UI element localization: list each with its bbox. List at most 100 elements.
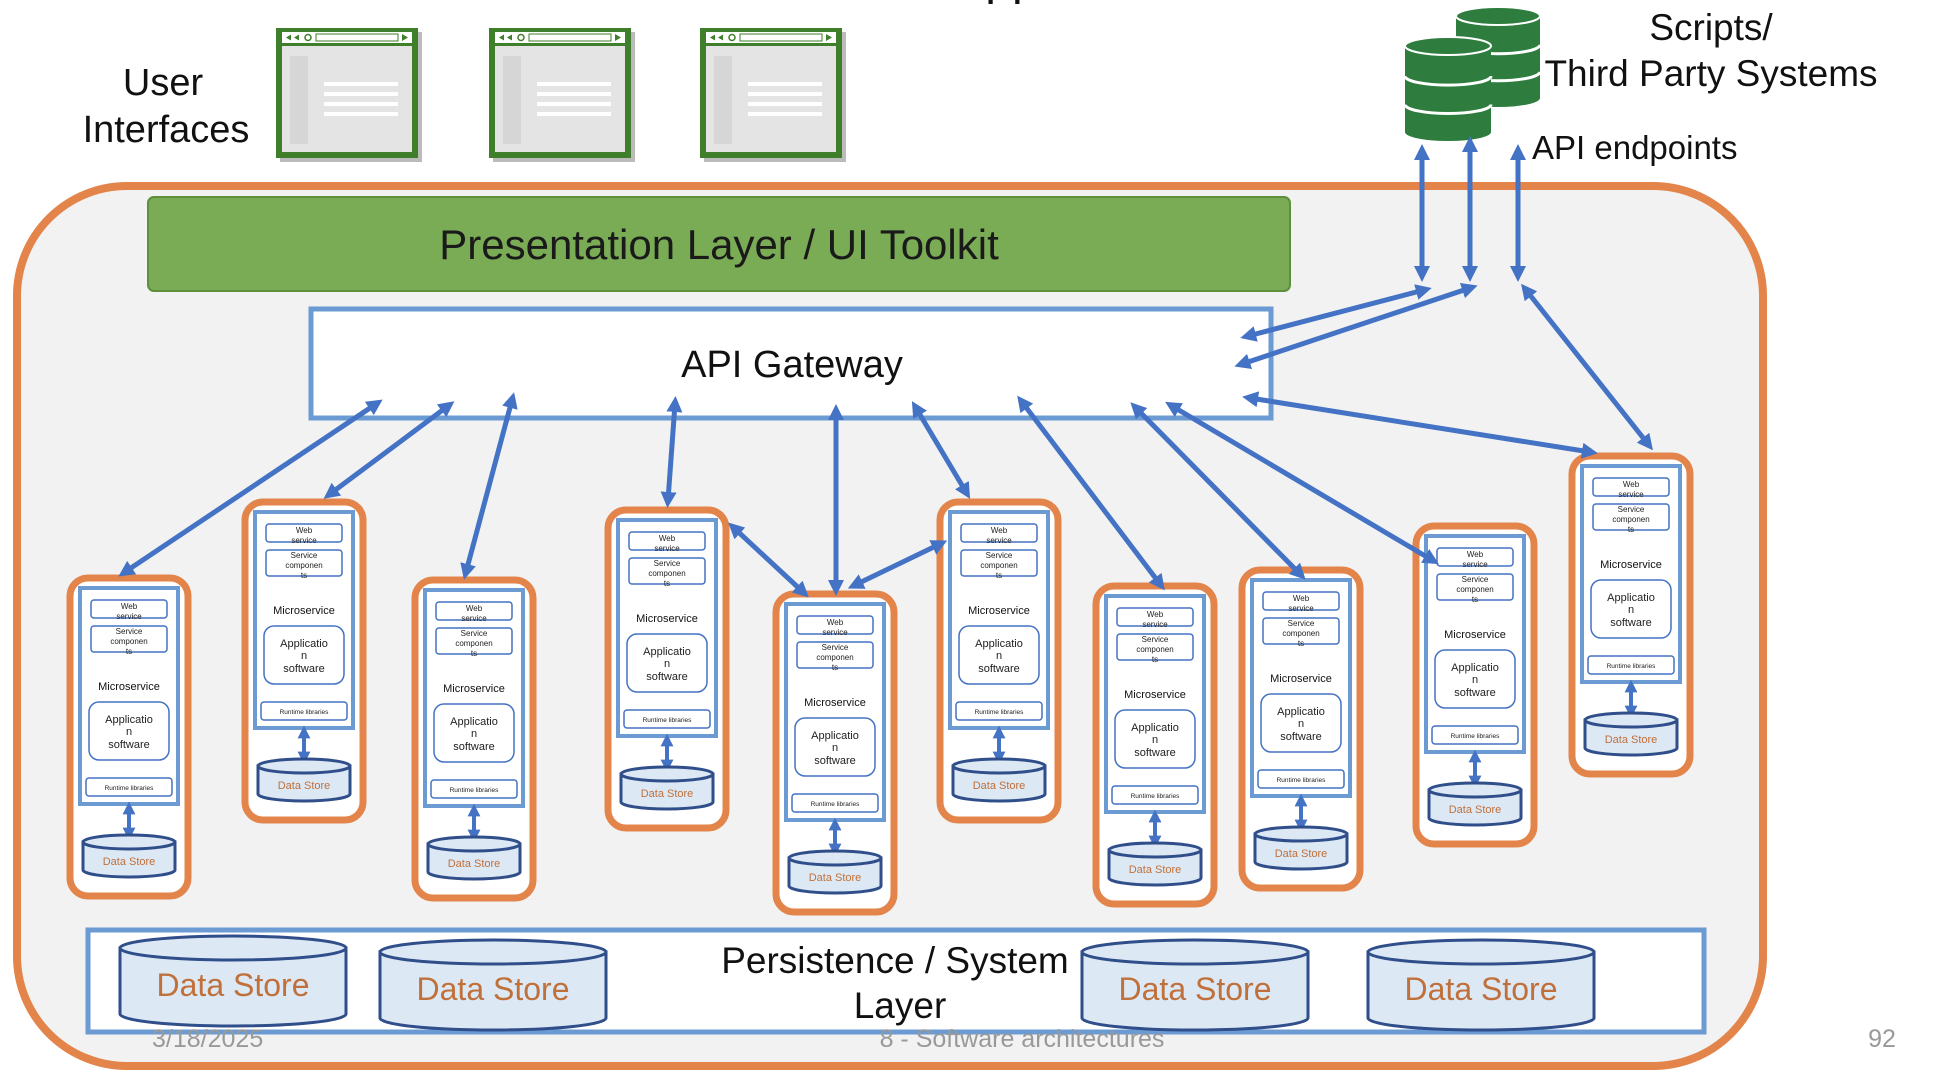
web-service-label: service xyxy=(1288,604,1314,613)
microservice-title: Microservice xyxy=(1270,673,1332,685)
web-service-label: Web xyxy=(466,604,483,613)
application-software-label: Applicatio xyxy=(1607,592,1655,604)
address-bar xyxy=(528,33,612,42)
refresh-icon xyxy=(517,33,525,42)
footer-title: 8 - Software architectures xyxy=(880,1025,1165,1053)
microservice-2: WebserviceServicecomponentsMicroserviceA… xyxy=(241,498,367,824)
application-software-label: Applicatio xyxy=(643,646,691,658)
service-components-label: Service xyxy=(461,629,488,638)
service-components-label: Service xyxy=(986,551,1013,560)
runtime-libraries-box xyxy=(85,777,173,797)
service-components-label: componen xyxy=(1282,629,1319,638)
runtime-libraries-label: Runtime libraries xyxy=(1131,793,1181,800)
bidirectional-arrow xyxy=(1234,282,1478,370)
data-store-body xyxy=(619,772,715,811)
web-service-label: service xyxy=(822,628,848,637)
runtime-libraries-label: Runtime libraries xyxy=(105,785,155,792)
runtime-libraries-box xyxy=(1257,769,1345,789)
ui-window-text-line xyxy=(537,102,611,106)
data-store-label: Data Store xyxy=(448,858,501,870)
application-software-label: Applicatio xyxy=(450,716,498,728)
service-components-box xyxy=(1592,503,1670,531)
service-components-label: ts xyxy=(664,579,670,588)
bidirectional-arrow xyxy=(1521,283,1653,451)
application-software-label: Applicatio xyxy=(280,638,328,650)
user-interface-windows xyxy=(276,28,846,162)
ui-window-sidebar xyxy=(503,56,521,144)
web-service-label: service xyxy=(1462,560,1488,569)
ui-window-text-line xyxy=(324,102,398,106)
go-icon xyxy=(615,34,621,41)
data-store-label: Data Store xyxy=(1129,864,1182,876)
service-components-label: Service xyxy=(1142,635,1169,644)
application-software-label: n xyxy=(1298,718,1304,730)
application-software-label: Applicatio xyxy=(1277,706,1325,718)
cylinder-band xyxy=(1403,75,1493,87)
web-service-label: service xyxy=(461,614,487,623)
microservice-title: Microservice xyxy=(636,613,698,625)
data-store-top xyxy=(1366,938,1596,966)
persistence-data-store-3: Data Store xyxy=(1080,938,1310,1032)
data-store-body xyxy=(256,764,352,803)
service-components-label: ts xyxy=(126,647,132,656)
cylinder-top xyxy=(1455,6,1541,26)
data-store-top xyxy=(426,835,522,853)
data-store-body xyxy=(1583,718,1679,757)
data-store-top xyxy=(787,849,883,867)
ui-window-text-line xyxy=(537,92,611,96)
cylinder-body xyxy=(1405,46,1491,141)
api-endpoints-label: API endpoints xyxy=(1532,129,1737,166)
service-components-label: componen xyxy=(455,639,492,648)
database-icon xyxy=(1403,6,1542,141)
application-software-label: n xyxy=(1152,734,1158,746)
application-software-label: software xyxy=(646,671,688,683)
data-store-top xyxy=(951,757,1047,775)
refresh-icon xyxy=(728,33,736,42)
data-store-top xyxy=(1427,781,1523,799)
runtime-libraries-box xyxy=(955,701,1043,721)
application-software-label: n xyxy=(1472,674,1478,686)
application-software-box xyxy=(958,625,1040,685)
service-components-box xyxy=(628,557,706,585)
data-store-label: Data Store xyxy=(1405,971,1558,1007)
footer-date: 3/18/2025 xyxy=(152,1025,263,1053)
service-components-label: componen xyxy=(816,653,853,662)
web-service-label: service xyxy=(1142,620,1168,629)
persistence-layer-label-2: Layer xyxy=(854,985,947,1026)
runtime-libraries-label: Runtime libraries xyxy=(1451,733,1501,740)
ui-window-text-line xyxy=(537,112,611,116)
web-service-box xyxy=(1592,477,1670,497)
data-store-body xyxy=(1080,950,1310,1032)
application-software-box xyxy=(1114,709,1196,769)
microservice-data-store: Data Store xyxy=(1107,841,1203,887)
ui-window-text-line xyxy=(748,82,822,86)
microservice-4: WebserviceServicecomponentsMicroserviceA… xyxy=(604,506,730,832)
service-components-label: ts xyxy=(301,571,307,580)
microservice-frame xyxy=(423,588,525,808)
application-software-label: Applicatio xyxy=(105,714,153,726)
application-software-label: n xyxy=(471,728,477,740)
back-forward-icon xyxy=(286,34,299,41)
service-components-label: ts xyxy=(1152,655,1158,664)
application-software-box xyxy=(1260,693,1342,753)
refresh-icon xyxy=(304,33,312,42)
microservice-6: WebserviceServicecomponentsMicroserviceA… xyxy=(936,498,1062,824)
service-components-label: componen xyxy=(285,561,322,570)
persistence-data-store-4: Data Store xyxy=(1366,938,1596,1032)
service-components-label: ts xyxy=(1628,525,1634,534)
ui-window-text-line xyxy=(748,92,822,96)
data-store-label: Data Store xyxy=(1119,971,1272,1007)
microservice-frame xyxy=(784,602,886,822)
cylinder-band xyxy=(1403,104,1493,115)
service-components-box xyxy=(1262,617,1340,645)
data-store-body xyxy=(1427,788,1523,827)
data-store-label: Data Store xyxy=(417,971,570,1007)
application-software-label: software xyxy=(1454,687,1496,699)
data-store-label: Data Store xyxy=(278,780,331,792)
runtime-libraries-box xyxy=(260,701,348,721)
runtime-libraries-box xyxy=(791,793,879,813)
microservice-data-store: Data Store xyxy=(256,757,352,803)
service-components-label: ts xyxy=(996,571,1002,580)
go-icon xyxy=(826,34,832,41)
user-interfaces-label-2: Interfaces xyxy=(83,109,250,151)
